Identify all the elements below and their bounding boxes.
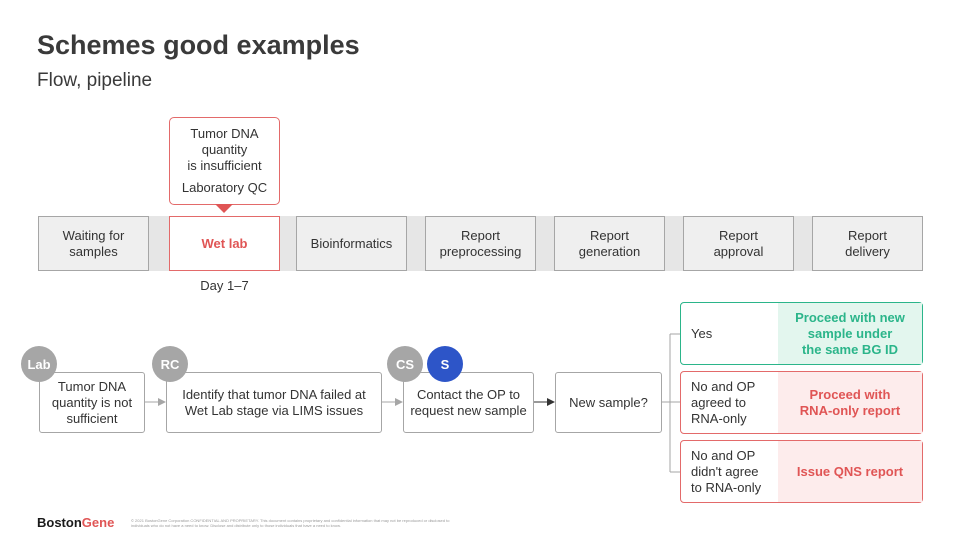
logo-part-gene: Gene [81,515,115,530]
outcome-result: Proceed with new sample under the same B… [778,303,922,364]
stage-label: Bioinformatics [310,235,393,251]
page-subtitle: Flow, pipeline [37,70,153,91]
outcome-condition-text: No and OP agreed to RNA-only [691,378,756,426]
step-text: Tumor DNA quantity is not sufficient [51,378,133,426]
stage-label: Wet lab [201,235,248,251]
role-badge-rc: RC [152,346,188,382]
outcome-qns: No and OP didn't agree to RNA-only Issue… [680,440,923,503]
outcome-result-text: Proceed with RNA-only report [799,386,901,418]
stage-label: Report approval [713,227,764,259]
stage-label: Report preprocessing [439,227,522,259]
stage-label: Report delivery [845,227,890,259]
step-identify-failure: Identify that tumor DNA failed at Wet La… [166,372,382,433]
outcome-yes: Yes Proceed with new sample under the sa… [680,302,923,365]
stage-waiting-for-samples: Waiting for samples [38,216,149,271]
outcome-result-text: Issue QNS report [796,463,904,479]
stage-bioinformatics: Bioinformatics [296,216,407,271]
step-text: Identify that tumor DNA failed at Wet La… [182,386,366,418]
role-badge-s: S [427,346,463,382]
step-new-sample-decision: New sample? [555,372,662,433]
step-text: Contact the OP to request new sample [410,386,527,418]
outcome-result-text: Proceed with new sample under the same B… [795,309,905,357]
bostongene-logo: BostonGene [37,515,114,530]
stage-label: Waiting for samples [62,227,125,259]
callout-source: Laboratory QC [181,180,268,195]
outcome-rna-only: No and OP agreed to RNA-only Proceed wit… [680,371,923,434]
stage-report-preprocessing: Report preprocessing [425,216,536,271]
stage-report-delivery: Report delivery [812,216,923,271]
stage-report-approval: Report approval [683,216,794,271]
role-badge-cs: CS [387,346,423,382]
legal-notice: © 2021 BostonGene Corporation CONFIDENTI… [131,518,450,528]
callout-pointer [215,204,233,213]
page-title: Schemes good examples [37,30,360,60]
logo-part-boston: Boston [37,515,82,530]
role-badge-lab: Lab [21,346,57,382]
step-contact-op: Contact the OP to request new sample [403,372,534,433]
callout-text: Tumor DNA quantity is insufficient [187,126,262,173]
outcome-result: Issue QNS report [778,441,922,502]
outcome-condition-text: No and OP didn't agree to RNA-only [691,447,762,495]
step-tumor-dna-insufficient: Tumor DNA quantity is not sufficient [39,372,145,433]
stage-report-generation: Report generation [554,216,665,271]
step-text: New sample? [569,394,648,410]
outcome-result: Proceed with RNA-only report [778,372,922,433]
outcome-condition: Yes [691,325,713,341]
outcome-condition: No and OP agreed to RNA-only [681,372,776,433]
stage-wet-lab: Wet lab [169,216,280,271]
stage-label: Report generation [578,227,641,259]
wet-lab-duration: Day 1–7 [200,278,249,293]
qc-callout: Tumor DNA quantity is insufficient Labor… [169,117,280,205]
outcome-condition: No and OP didn't agree to RNA-only [681,441,776,502]
